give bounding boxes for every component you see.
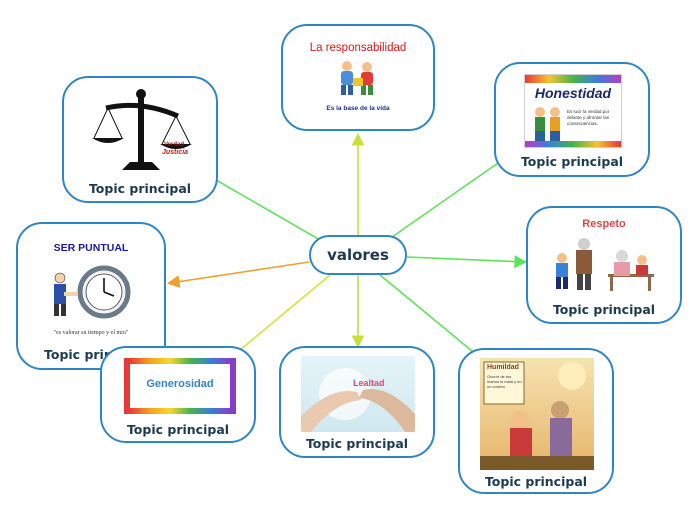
topic-generosidad[interactable]: Generosidad Topic principal bbox=[100, 346, 256, 443]
humildad-image: Humildad Ocurrir de tus manos lo mala y … bbox=[480, 358, 594, 470]
children-illustration-icon bbox=[341, 61, 373, 95]
puntual-quote: "es valorar su tiempo y el mio" bbox=[53, 330, 129, 336]
clock-icon bbox=[54, 265, 131, 319]
kids-icon bbox=[535, 107, 560, 141]
justicia-caption-top: Verdad bbox=[164, 142, 185, 148]
responsabilidad-subtitle: Es la base de la vida bbox=[326, 105, 390, 112]
topic-honestidad-label: Topic principal bbox=[520, 154, 624, 169]
center-topic[interactable]: valores bbox=[309, 235, 407, 275]
topic-justicia-label: Topic principal bbox=[88, 181, 192, 196]
topic-humildad-label: Topic principal bbox=[484, 474, 588, 489]
topic-lealtad[interactable]: Lealtad Topic principal bbox=[279, 346, 435, 458]
topic-humildad[interactable]: Humildad Ocurrir de tus manos lo mala y … bbox=[458, 348, 614, 494]
respeto-title: Respeto bbox=[582, 218, 626, 230]
honestidad-body: Es lucir la verdad por delante y afronta… bbox=[567, 109, 610, 126]
pinky-promise-icon bbox=[301, 368, 415, 432]
humildad-body: Ocurrir de tus manos lo mala y en un cor… bbox=[487, 374, 522, 389]
link-puntual bbox=[166, 261, 310, 288]
responsabilidad-title: La responsabilidad bbox=[309, 42, 407, 54]
link-respeto bbox=[406, 255, 528, 268]
generosidad-card: Generosidad bbox=[124, 358, 236, 414]
topic-respeto[interactable]: Respeto Topic principal bbox=[526, 206, 682, 324]
topic-responsabilidad[interactable]: La responsabilidad Es la base de la vida bbox=[281, 24, 435, 131]
topic-generosidad-label: Topic principal bbox=[126, 422, 230, 437]
scale-of-justice-icon bbox=[92, 89, 192, 170]
lealtad-image: Lealtad bbox=[301, 356, 415, 432]
honestidad-title: Honestidad bbox=[534, 85, 612, 101]
lealtad-title: Lealtad bbox=[353, 378, 385, 388]
topic-puntual[interactable]: SER PUNTUAL "es valorar su tiempo y el m… bbox=[16, 222, 166, 370]
link-justicia bbox=[215, 179, 321, 241]
link-generosidad bbox=[239, 274, 331, 351]
puntual-title: SER PUNTUAL bbox=[53, 242, 129, 254]
topic-justicia[interactable]: Verdad Justicia Topic principal bbox=[62, 76, 218, 203]
link-honestidad bbox=[391, 162, 499, 238]
humility-illustration-icon bbox=[480, 361, 594, 470]
topic-honestidad[interactable]: Honestidad Es lucir la verdad por delant… bbox=[494, 62, 650, 177]
family-illustration-icon bbox=[556, 238, 654, 291]
honestidad-card: Honestidad Es lucir la verdad por delant… bbox=[524, 74, 622, 148]
link-humildad bbox=[379, 274, 479, 357]
topic-lealtad-label: Topic principal bbox=[305, 436, 409, 451]
humildad-title: Humildad bbox=[487, 364, 519, 371]
justicia-caption-bottom: Justicia bbox=[162, 149, 189, 156]
center-label: valores bbox=[327, 246, 389, 264]
generosidad-title: Generosidad bbox=[146, 378, 214, 390]
topic-respeto-label: Topic principal bbox=[552, 302, 656, 317]
